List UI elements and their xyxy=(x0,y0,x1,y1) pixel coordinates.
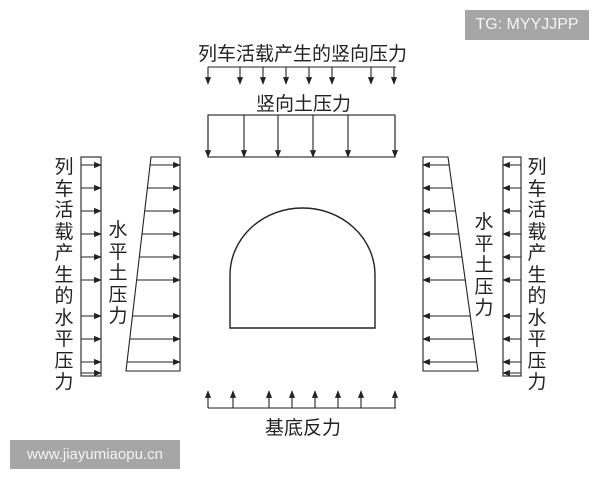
top-live-load-arrows xyxy=(204,66,398,85)
tunnel-cross-section xyxy=(229,207,376,329)
base-reaction-arrows xyxy=(204,390,399,409)
tg-watermark: TG: MYYJJPP xyxy=(465,10,589,40)
left-soil-pressure-arrows xyxy=(125,156,181,372)
left-live-load-label: 列车活载产生的水平压力 xyxy=(54,156,74,393)
top-live-load-label: 列车活载产生的竖向压力 xyxy=(198,43,408,65)
right-soil-pressure-label: 水平土压力 xyxy=(474,211,494,319)
right-live-load-label: 列车活载产生的水平压力 xyxy=(527,156,547,393)
left-live-load-arrows xyxy=(80,156,102,377)
vertical-soil-pressure-arrows xyxy=(204,114,399,158)
url-watermark: www.jiayumiaopu.cn xyxy=(10,440,180,469)
right-live-load-arrows xyxy=(502,156,522,377)
vertical-soil-pressure-label: 竖向土压力 xyxy=(256,93,352,115)
base-reaction-label: 基底反力 xyxy=(265,417,342,439)
left-soil-pressure-label: 水平土压力 xyxy=(108,219,128,327)
right-soil-pressure-arrows xyxy=(422,156,479,372)
